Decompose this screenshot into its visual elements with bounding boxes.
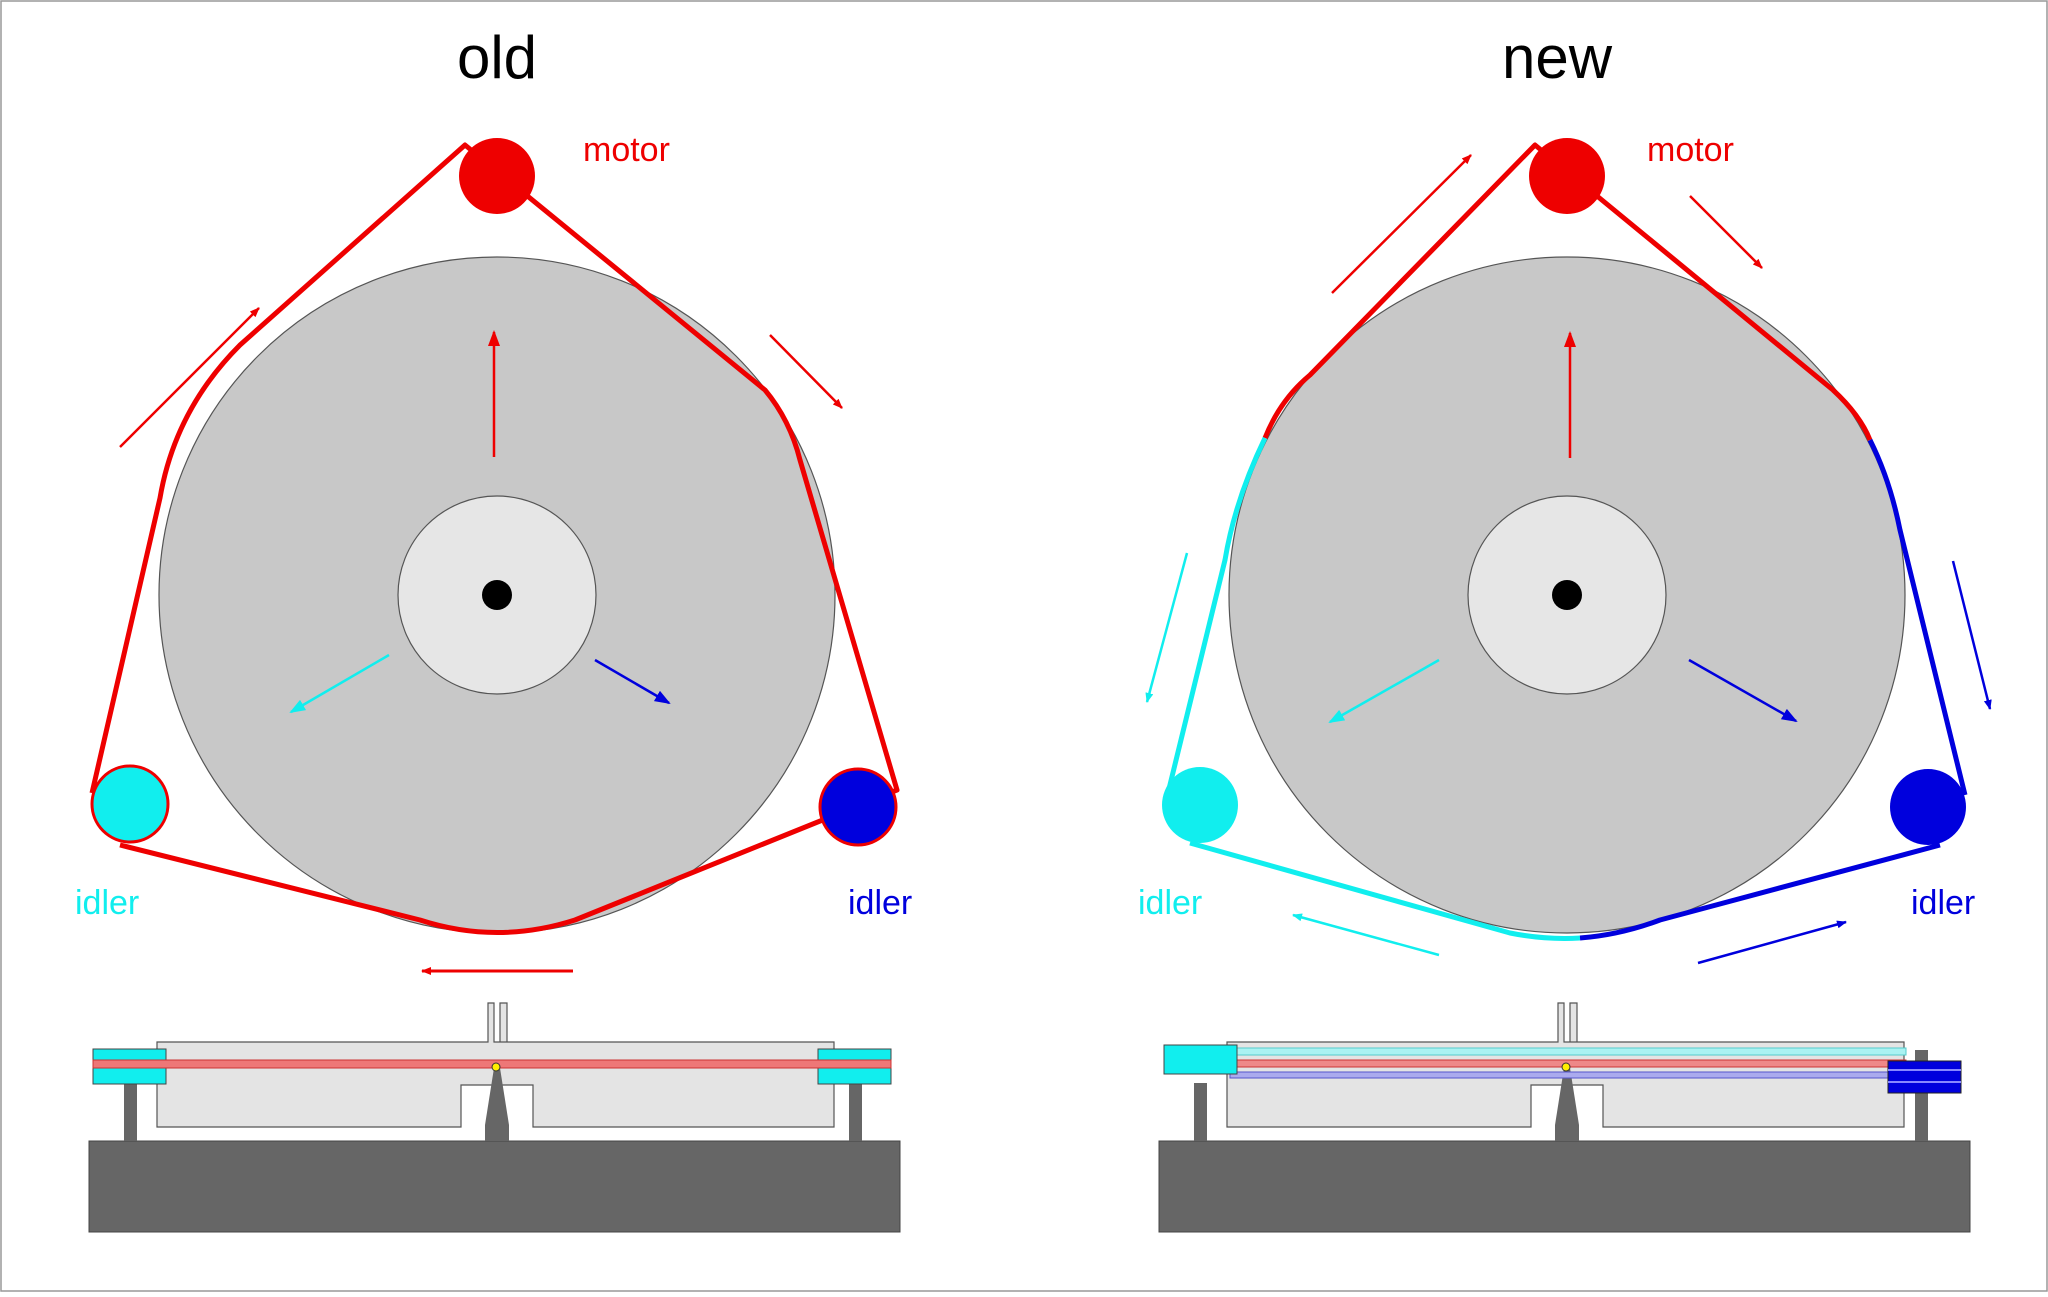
- belt-direction-arrow: [1951, 560, 1992, 710]
- idler-left-label: idler: [1138, 884, 1202, 922]
- force-vector-idler-left: [289, 653, 390, 714]
- cross-section: [1158, 1002, 1971, 1233]
- belt-direction-arrow: [1292, 913, 1440, 957]
- belt-direction-arrow: [1697, 920, 1847, 965]
- cross-section: [88, 1002, 901, 1233]
- belt-direction-arrow: [1145, 552, 1189, 703]
- force-vector-idler-right: [1688, 658, 1798, 723]
- base-plinth: [1158, 1140, 1971, 1233]
- bearing-ball: [1561, 1062, 1571, 1072]
- belt-segment-motor: [1262, 142, 1873, 441]
- idler-left: [1162, 767, 1238, 843]
- idler-post: [124, 1083, 137, 1141]
- bearing-spindle: [485, 1068, 509, 1141]
- panel-title: old: [457, 24, 537, 91]
- bearing-ball: [491, 1062, 501, 1072]
- base-plinth: [88, 1140, 901, 1233]
- motor-pulley: [1529, 138, 1605, 214]
- idler-post: [1194, 1083, 1207, 1141]
- panel-title: new: [1502, 24, 1613, 91]
- belt-section-cyan: [1229, 1047, 1907, 1056]
- force-vector-idler-left: [1328, 658, 1440, 724]
- belt-direction-arrow: [1689, 195, 1763, 269]
- force-vector-idler-right: [594, 658, 671, 705]
- idler-right: [1890, 769, 1966, 845]
- belt: [89, 142, 900, 935]
- bearing-spindle: [1555, 1068, 1579, 1141]
- belt-direction-arrow: [1331, 154, 1472, 294]
- idler-post: [849, 1083, 862, 1141]
- motor-label: motor: [1647, 131, 1734, 169]
- spindle: [482, 580, 512, 610]
- idler-right-label: idler: [848, 884, 912, 922]
- belt-segment-cyan: [1165, 436, 1581, 941]
- panel-new: new motor idler idler: [1138, 24, 1992, 1233]
- motor-pulley: [459, 138, 535, 214]
- idler-right: [818, 767, 898, 847]
- belt-direction-arrow: [119, 307, 260, 448]
- motor-label: motor: [583, 131, 670, 169]
- belt-segment-blue: [1579, 438, 1968, 941]
- idler-section-right: [1887, 1060, 1962, 1094]
- idler-right-label: idler: [1911, 884, 1975, 922]
- idler-left: [90, 764, 170, 844]
- idler-section-left: [1163, 1044, 1238, 1075]
- spindle: [1552, 580, 1582, 610]
- belt-section-blue: [1229, 1071, 1907, 1079]
- idler-left-label: idler: [75, 884, 139, 922]
- belt-direction-arrow: [769, 334, 843, 409]
- panel-old: old motor idler idler: [75, 24, 912, 1233]
